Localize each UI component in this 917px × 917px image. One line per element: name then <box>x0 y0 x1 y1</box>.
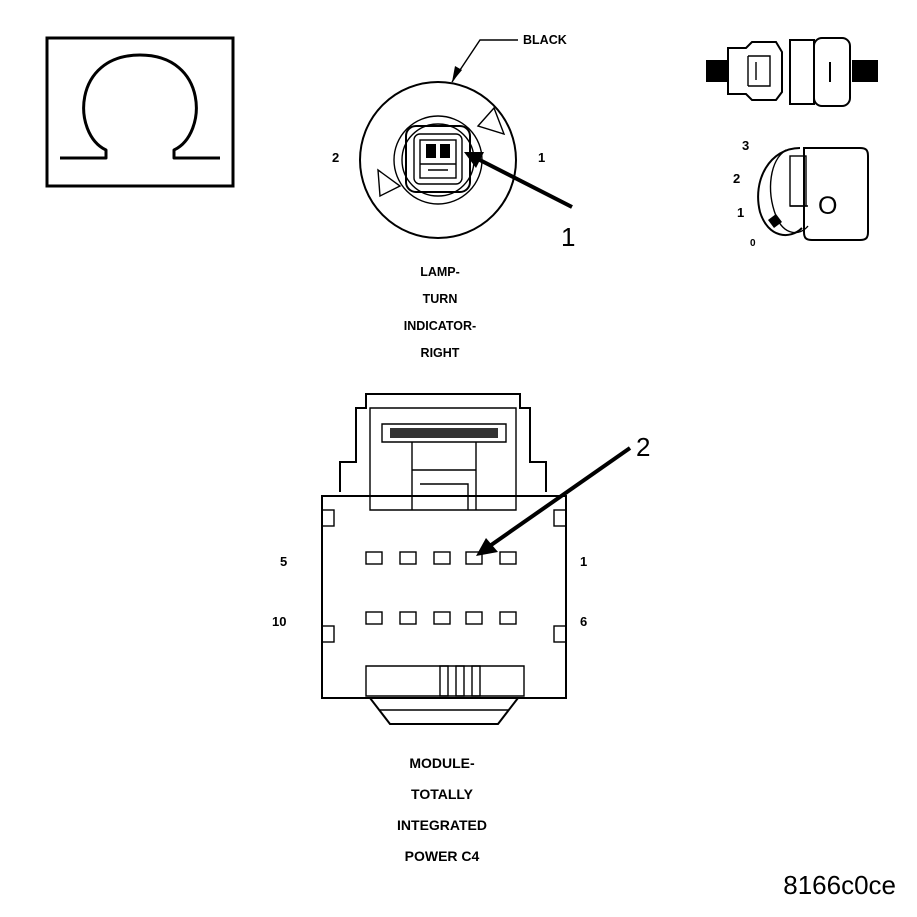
module-caption-line: TOTALLY <box>411 786 474 802</box>
connector-mating-icon <box>706 37 878 107</box>
module-connector <box>321 393 632 725</box>
lamp-caption-line: LAMP- <box>420 265 460 279</box>
pin-label-bottom-right: 6 <box>580 614 587 629</box>
lamp-caption-line: INDICATOR- <box>404 319 476 333</box>
pin-label-top-right: 1 <box>580 554 587 569</box>
key-position-label: 0 <box>750 238 756 249</box>
key-position-label: 1 <box>737 205 744 220</box>
lamp-caption-line: RIGHT <box>421 346 460 360</box>
pin-label-right: 1 <box>538 150 545 165</box>
pin-label-left: 2 <box>332 150 339 165</box>
pin-label-bottom-left: 10 <box>272 614 286 629</box>
pin-label-top-left: 5 <box>280 554 287 569</box>
figure-id: 8166c0ce <box>783 870 896 900</box>
lamp-caption-line: TURN <box>423 292 458 306</box>
module-caption-line: POWER C4 <box>405 848 480 864</box>
module-caption-line: INTEGRATED <box>397 817 487 833</box>
color-label: BLACK <box>523 33 567 47</box>
callout-number: 1 <box>561 222 575 252</box>
key-position-label: 2 <box>733 171 740 186</box>
ignition-key-icon <box>757 147 869 241</box>
lamp-connector <box>359 39 573 239</box>
key-letter: O <box>818 192 837 220</box>
ohm-symbol-icon <box>45 36 235 188</box>
callout-number: 2 <box>636 432 650 462</box>
key-position-label: 3 <box>742 138 749 153</box>
module-caption-line: MODULE- <box>409 755 475 771</box>
